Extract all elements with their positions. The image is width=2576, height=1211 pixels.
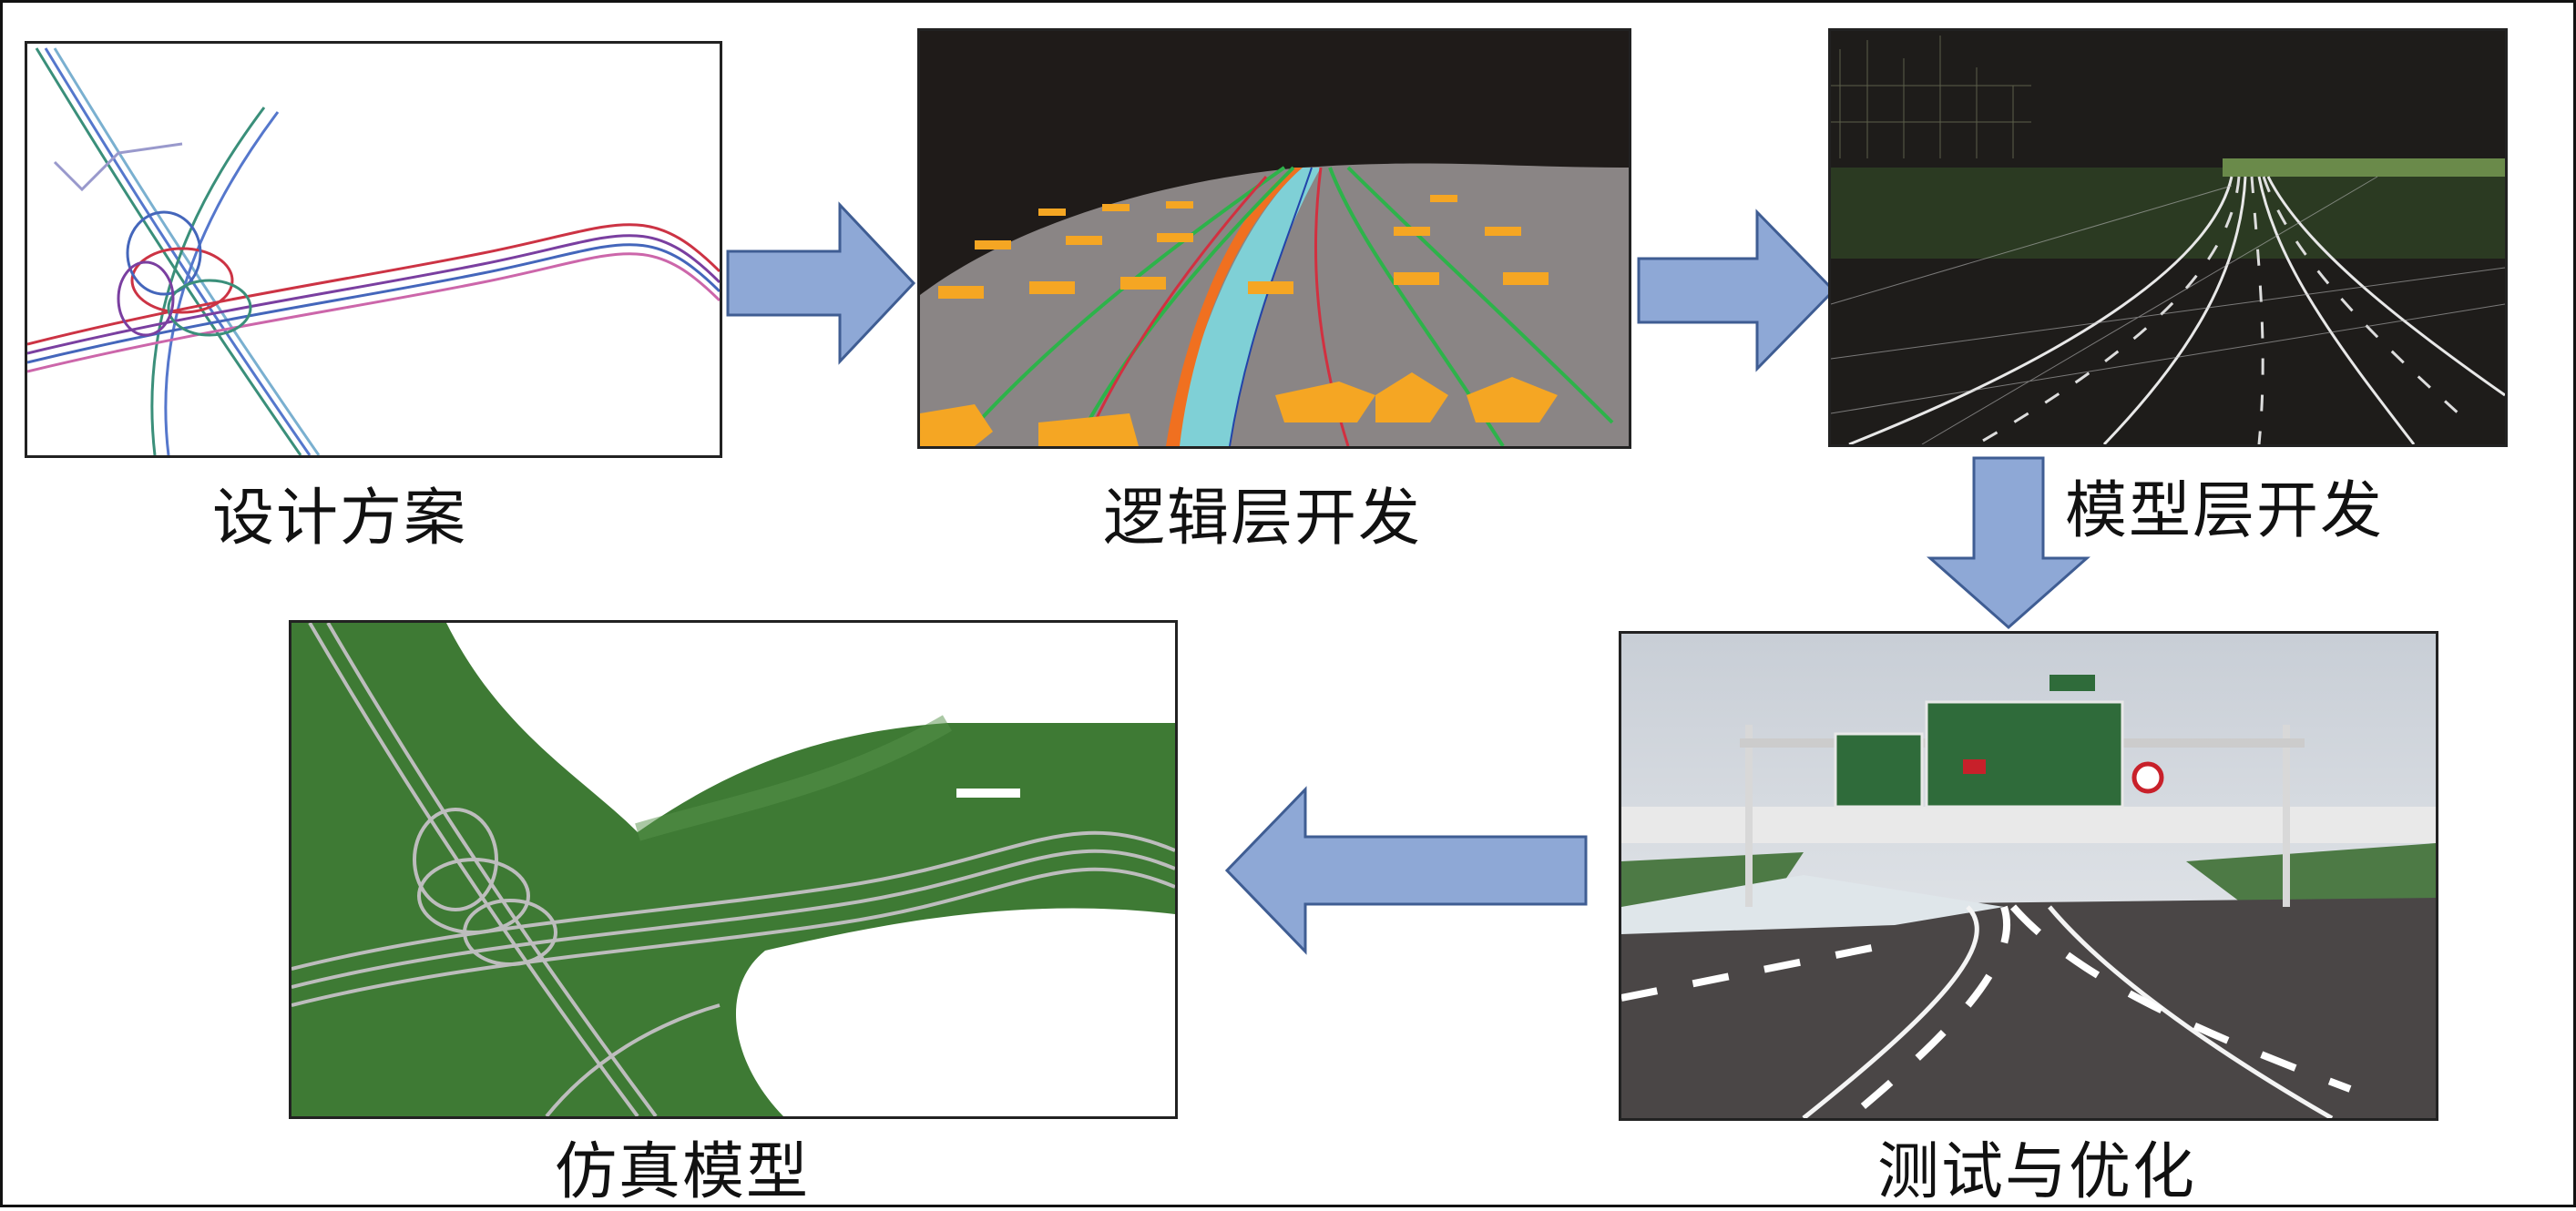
arrow-left <box>1223 786 1590 955</box>
logic-layer-image <box>917 28 1631 449</box>
arrow-right-2 <box>1637 209 1837 372</box>
caption-model: 模型层开发 <box>2065 475 2385 547</box>
test-optimize-image <box>1619 631 2438 1121</box>
arrow-right-1 <box>726 201 917 365</box>
caption-test: 测试与优化 <box>1877 1136 2197 1208</box>
model-layer-image <box>1828 28 2508 447</box>
design-plan-image <box>25 41 722 458</box>
caption-sim: 仿真模型 <box>555 1136 811 1208</box>
simulation-model-image <box>289 620 1178 1119</box>
arrow-down <box>1927 456 2090 631</box>
caption-design: 设计方案 <box>212 483 468 555</box>
caption-logic: 逻辑层开发 <box>1103 483 1423 555</box>
